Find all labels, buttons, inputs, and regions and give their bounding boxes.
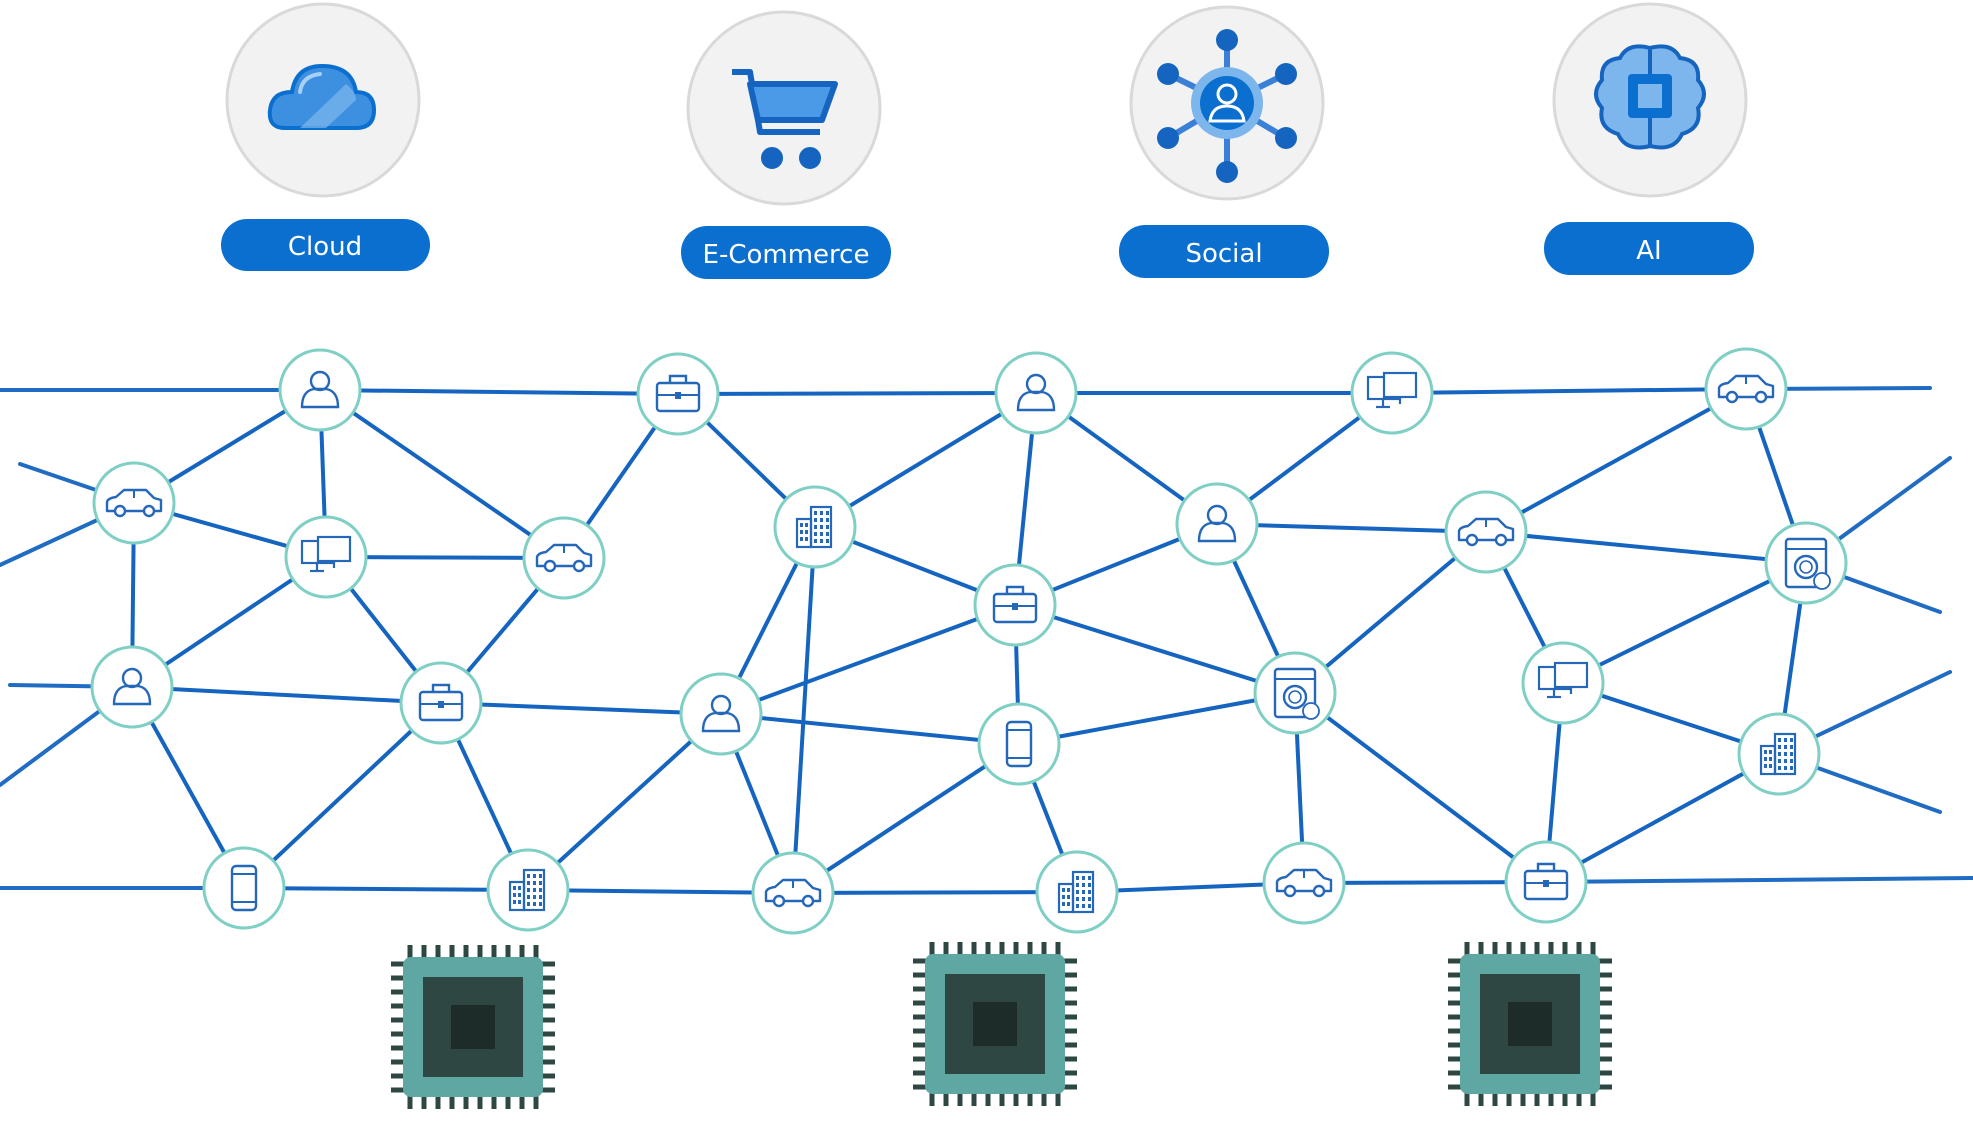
network-link [813, 391, 1038, 529]
network-node-person [278, 348, 362, 432]
phone-icon [230, 864, 258, 912]
service-label-social: Social [1185, 239, 1262, 269]
network-link [131, 685, 442, 705]
person-icon [300, 370, 340, 409]
network-node-washer [1764, 521, 1848, 605]
network-node-briefcase [1504, 840, 1588, 924]
network-node-monitor [1350, 351, 1434, 435]
phone-icon [1005, 720, 1033, 768]
network-rails [0, 386, 1973, 890]
network-link [791, 526, 817, 894]
cloud-icon [267, 63, 377, 130]
network-node-briefcase [636, 352, 720, 436]
service-ai: AI [1544, 2, 1754, 275]
network-node-car [92, 461, 176, 545]
network-node-washer [1253, 651, 1337, 735]
person-icon [701, 694, 741, 733]
building-icon [795, 505, 833, 549]
network-node-person [994, 351, 1078, 435]
network-link [1545, 752, 1780, 884]
network-link [1562, 561, 1807, 685]
briefcase-icon [992, 585, 1038, 624]
service-cloud: Cloud [221, 2, 430, 271]
monitor-icon [1537, 661, 1589, 699]
network-link [440, 701, 722, 716]
service-label-cloud: Cloud [288, 232, 362, 262]
car-icon [1457, 517, 1515, 547]
network-rail [1544, 876, 1973, 884]
monitor-icon [300, 535, 352, 573]
network-node-phone [202, 846, 286, 930]
shopping-cart-icon [732, 69, 838, 169]
network-node-building [1737, 712, 1821, 796]
network-node-briefcase [973, 563, 1057, 647]
hardware-chips [391, 942, 1612, 1109]
network-node-car [1704, 347, 1788, 431]
person-icon [1197, 504, 1237, 543]
network-link [242, 701, 443, 890]
network-node-building [486, 848, 570, 932]
network-link [318, 388, 566, 560]
washer-icon [1273, 667, 1320, 720]
network-node-phone [977, 702, 1061, 786]
service-social: Social [1119, 5, 1329, 278]
network-link [677, 391, 1037, 396]
service-label-ecommerce: E-Commerce [703, 240, 870, 270]
network-link [319, 388, 679, 396]
service-label-ai: AI [1636, 236, 1661, 266]
network-node-person [90, 645, 174, 729]
network-link [720, 712, 1020, 746]
car-icon [764, 878, 822, 908]
network-node-monitor [284, 515, 368, 599]
microchip-icon [913, 942, 1077, 1106]
network-node-person [679, 672, 763, 756]
network-link [526, 712, 723, 892]
building-icon [1057, 870, 1095, 914]
network-link [527, 888, 794, 895]
briefcase-icon [418, 683, 464, 722]
washer-icon [1784, 537, 1831, 590]
car-icon [1717, 374, 1775, 404]
network-link [1216, 522, 1487, 534]
network-link [792, 890, 1078, 895]
microchip-icon [391, 945, 555, 1109]
network-link [1293, 530, 1488, 695]
monitor-icon [1366, 371, 1418, 409]
network-node-monitor [1521, 641, 1605, 725]
briefcase-icon [655, 374, 701, 413]
building-icon [508, 868, 546, 912]
person-icon [112, 667, 152, 706]
network-link [243, 886, 529, 892]
car-icon [105, 488, 163, 518]
network-link [1485, 530, 1807, 565]
network-link [1014, 603, 1296, 695]
building-icon [1759, 732, 1797, 776]
network-nodes [90, 347, 1848, 935]
person-icon [1016, 373, 1056, 412]
network-node-building [1035, 850, 1119, 934]
network-link [791, 742, 1021, 895]
network-link [1018, 691, 1296, 746]
briefcase-icon [1523, 862, 1569, 901]
network-node-person [1175, 482, 1259, 566]
network-node-building [773, 485, 857, 569]
brain-chip-icon [1594, 44, 1706, 150]
service-ecommerce: E-Commerce [681, 10, 891, 279]
car-icon [535, 543, 593, 573]
car-icon [1275, 868, 1333, 898]
network-link [1485, 387, 1747, 534]
network-edges [130, 387, 1808, 895]
network-link [720, 603, 1016, 716]
microchip-icon [1448, 942, 1612, 1106]
network-link [1391, 387, 1747, 395]
network-link [1293, 691, 1548, 884]
network-node-car [751, 851, 835, 935]
network-node-briefcase [399, 661, 483, 745]
social-network-icon [1157, 29, 1297, 183]
network-node-car [522, 516, 606, 600]
network-node-car [1444, 490, 1528, 574]
network-node-car [1262, 841, 1346, 925]
